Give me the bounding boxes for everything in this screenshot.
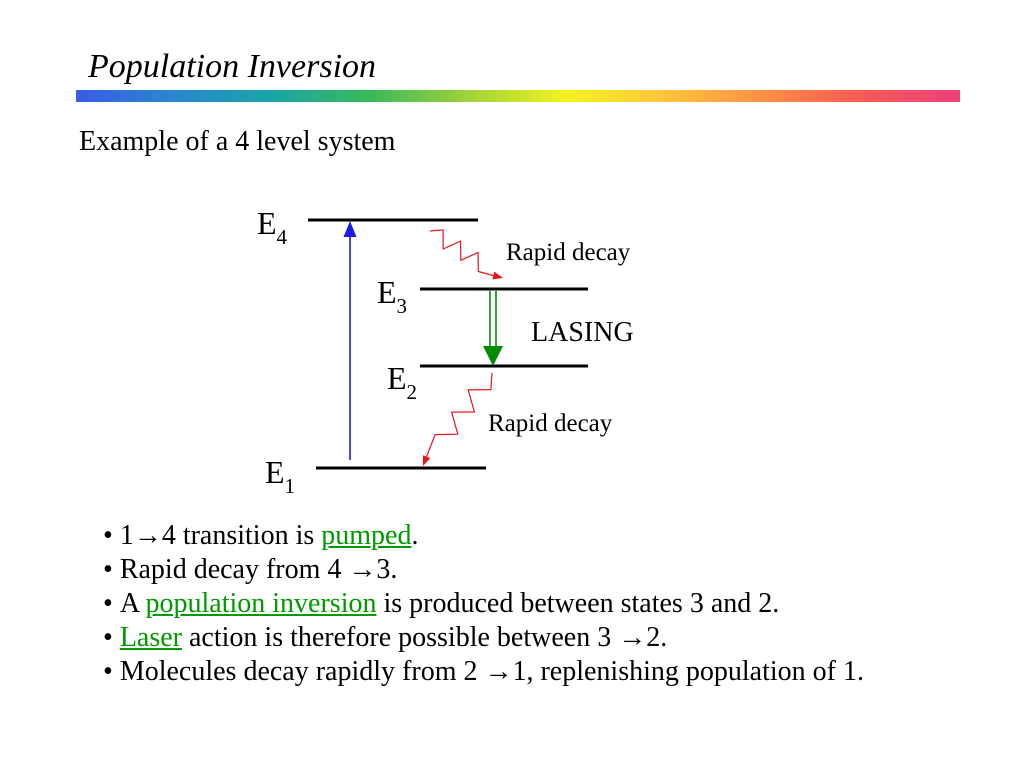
bullet-text: A	[119, 588, 146, 619]
rapid-decay-label-lower: Rapid decay	[488, 410, 613, 437]
rapid-decay-arrow-2-1	[422, 372, 493, 466]
level-subscript: 4	[277, 225, 288, 249]
bullet-text: is produced between states 3 and 2.	[376, 588, 780, 619]
bullet-glyph: •	[103, 520, 113, 551]
level-symbol: E	[387, 360, 407, 396]
bullet-item: •Laser action is therefore possible betw…	[103, 621, 864, 655]
bullet-glyph: •	[103, 588, 113, 619]
bullet-item: •Rapid decay from 4 →3.	[103, 553, 864, 587]
title-rule	[76, 90, 960, 102]
pump-arrow-head	[343, 221, 357, 237]
energy-level-e1-label: E1	[265, 454, 295, 498]
link-pumped[interactable]: pumped	[321, 520, 412, 551]
energy-level-e4-label: E4	[257, 205, 288, 249]
slide-title: Population Inversion	[88, 48, 377, 85]
energy-level-e1: E1	[265, 454, 486, 498]
level-symbol: E	[265, 454, 285, 490]
level-subscript: 2	[407, 380, 418, 404]
lasing-arrow	[483, 291, 503, 366]
bullet-list: •1→4 transition is pumped. •Rapid decay …	[103, 519, 864, 689]
bullet-item: •Molecules decay rapidly from 2 →1, repl…	[103, 655, 864, 689]
level-subscript: 1	[285, 474, 296, 498]
intro-text: Example of a 4 level system	[79, 126, 396, 157]
lasing-label: LASING	[531, 317, 634, 348]
rapid-decay-arrow-head	[492, 271, 503, 280]
level-subscript: 3	[397, 294, 408, 318]
bullet-text: action is therefore possible between 3 →…	[182, 622, 668, 653]
rapid-decay-arrow-head	[422, 455, 431, 466]
rapid-decay-zigzag	[429, 229, 494, 277]
rapid-decay-zigzag	[426, 372, 493, 457]
bullet-text: .	[411, 520, 419, 551]
bullet-glyph: •	[103, 656, 113, 687]
rapid-decay-arrow-4-3	[429, 229, 503, 280]
bullet-text: Rapid decay from 4 →3.	[119, 554, 398, 585]
rapid-decay-label-upper: Rapid decay	[506, 239, 631, 266]
bullet-glyph: •	[103, 554, 113, 585]
energy-level-e3-label: E3	[377, 274, 407, 318]
energy-level-e4: E4	[257, 205, 478, 249]
link-laser[interactable]: Laser	[119, 622, 182, 653]
link-population-inversion[interactable]: population inversion	[145, 588, 377, 619]
bullet-item: •A population inversion is produced betw…	[103, 587, 864, 621]
bullet-item: •1→4 transition is pumped.	[103, 519, 864, 553]
bullet-glyph: •	[103, 622, 113, 653]
energy-level-e3: E3	[377, 274, 588, 318]
level-symbol: E	[377, 274, 397, 310]
bullet-text: Molecules decay rapidly from 2 →1, reple…	[119, 656, 864, 687]
energy-level-e2: E2	[387, 360, 588, 404]
energy-level-e2-label: E2	[387, 360, 417, 404]
bullet-text: 1→4 transition is	[119, 520, 322, 551]
pump-arrow	[343, 221, 357, 460]
lasing-arrow-head	[483, 346, 503, 366]
level-symbol: E	[257, 205, 277, 241]
